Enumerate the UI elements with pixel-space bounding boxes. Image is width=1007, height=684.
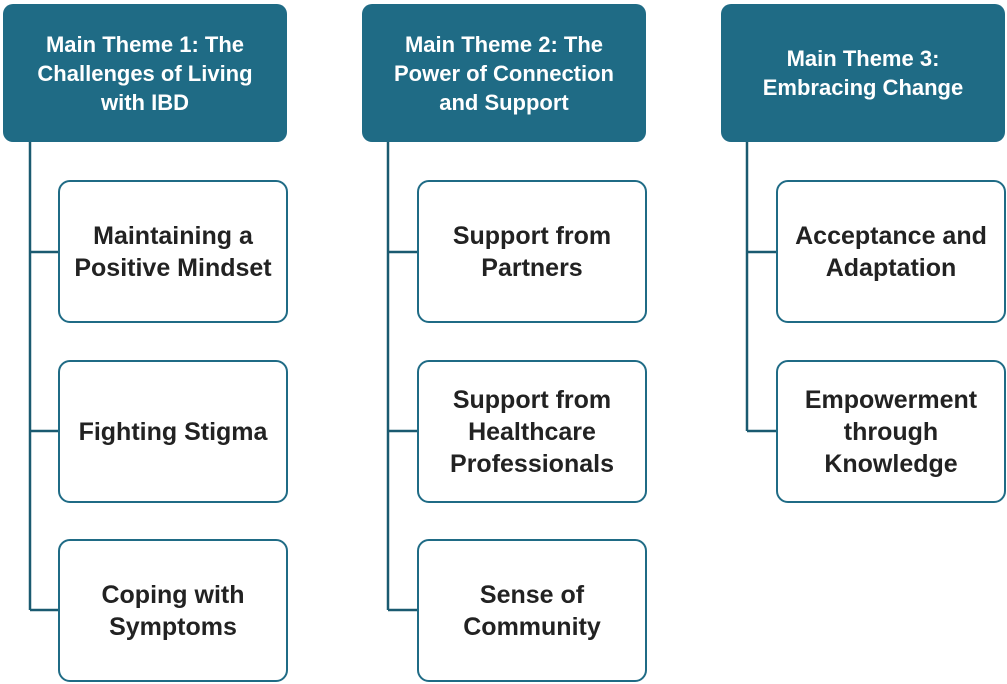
subtheme-box: Support from Partners <box>417 180 647 323</box>
subtheme-label: Fighting Stigma <box>78 417 268 446</box>
subtheme-label: Maintaining a Positive Mindset <box>74 221 272 282</box>
subtheme-label: Coping with Symptoms <box>101 580 245 641</box>
main-theme-1-title: Main Theme 1: The Challenges of Living w… <box>37 31 253 115</box>
main-theme-3-title: Main Theme 3: Embracing Change <box>762 46 964 100</box>
main-theme-2-box: Main Theme 2: The Power of Connection an… <box>362 4 646 142</box>
theme-2-connector <box>386 142 418 612</box>
subtheme-box: Coping with Symptoms <box>58 539 288 682</box>
subtheme-label: Support from Healthcare Professionals <box>450 385 614 478</box>
subtheme-box: Fighting Stigma <box>58 360 288 503</box>
theme-1-connector <box>28 142 60 612</box>
main-theme-2-title: Main Theme 2: The Power of Connection an… <box>394 31 614 115</box>
subtheme-box: Acceptance and Adaptation <box>776 180 1006 323</box>
subtheme-box: Sense of Community <box>417 539 647 682</box>
subtheme-label: Sense of Community <box>463 580 601 641</box>
subtheme-box: Support from Healthcare Professionals <box>417 360 647 503</box>
subtheme-box: Maintaining a Positive Mindset <box>58 180 288 323</box>
main-theme-3-box: Main Theme 3: Embracing Change <box>721 4 1005 142</box>
main-theme-1-box: Main Theme 1: The Challenges of Living w… <box>3 4 287 142</box>
theme-3-connector <box>745 142 777 433</box>
subtheme-box: Empowerment through Knowledge <box>776 360 1006 503</box>
subtheme-label: Acceptance and Adaptation <box>795 221 987 282</box>
subtheme-label: Empowerment through Knowledge <box>804 385 978 478</box>
subtheme-label: Support from Partners <box>452 221 612 282</box>
